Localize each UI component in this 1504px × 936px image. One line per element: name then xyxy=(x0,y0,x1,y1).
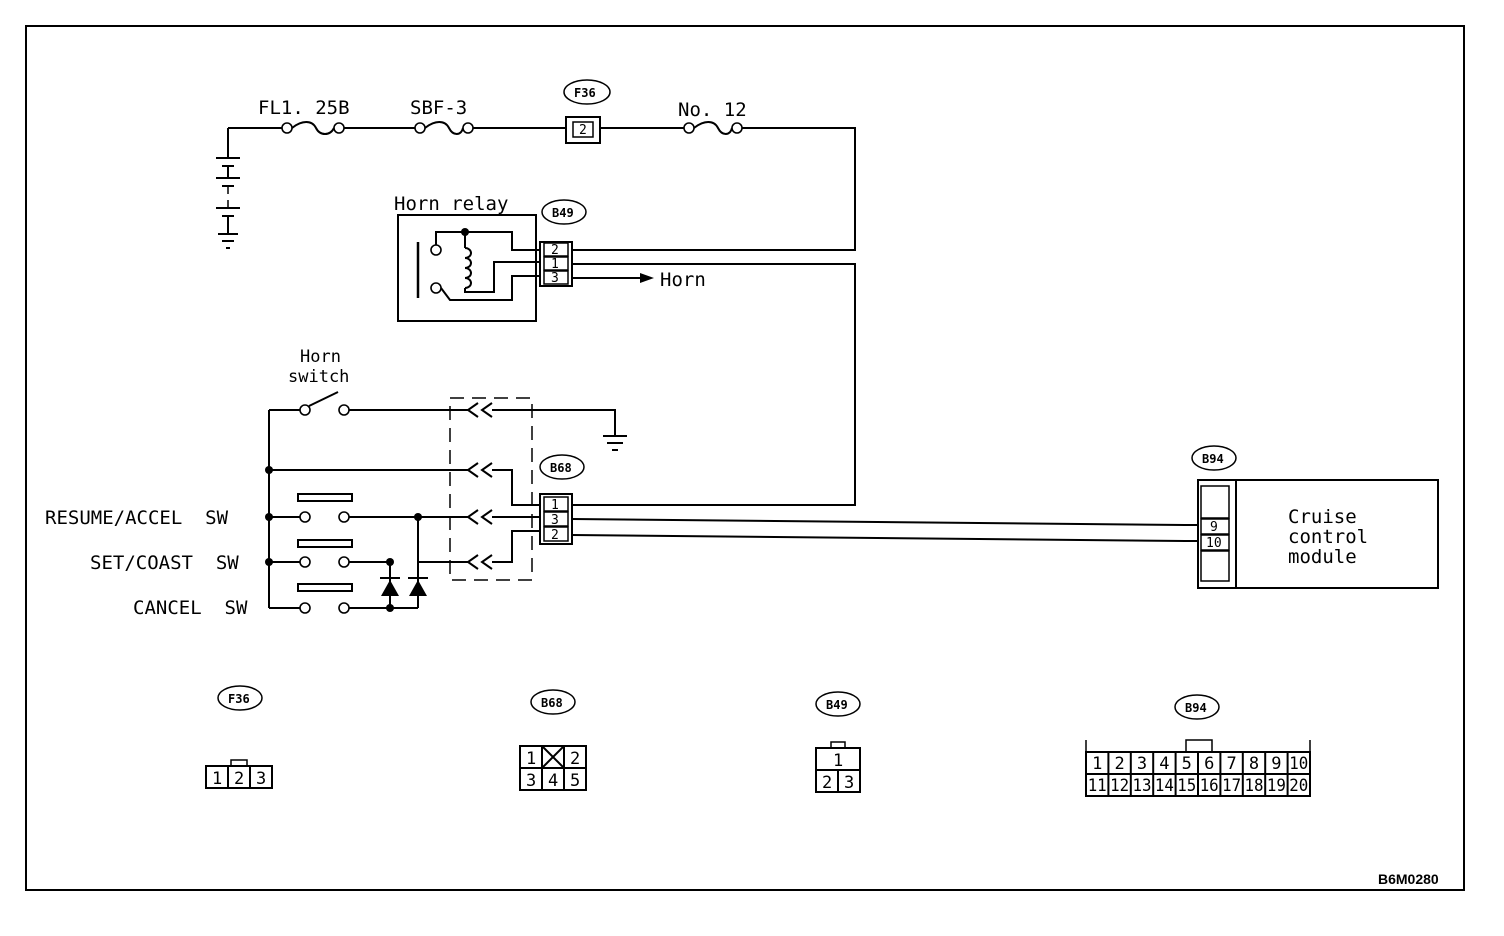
b94-tag-oval xyxy=(1191,445,1237,471)
horn-switch-contact xyxy=(269,391,468,416)
b94-view-pin-9: 9 xyxy=(1271,754,1281,774)
diagram-frame xyxy=(25,25,1465,891)
b94-view-pin-17: 17 xyxy=(1222,776,1241,796)
cancel-switch-contact xyxy=(269,583,418,614)
b49-view-pin-3: 3 xyxy=(844,773,854,793)
fuse-fl125b-symbol xyxy=(281,121,345,135)
module-label-3: module xyxy=(1288,546,1357,568)
set-coast-switch-contact xyxy=(269,539,390,568)
b94-pin-10: 10 xyxy=(1206,536,1222,551)
wire-b68-2-to-b94-10 xyxy=(571,534,1198,542)
b94-view-pin-11: 11 xyxy=(1088,776,1107,796)
horn-switch-label-1: Horn xyxy=(300,347,341,367)
cruise-control-module-box xyxy=(1235,479,1439,589)
b94-view-pin-14: 14 xyxy=(1155,776,1174,796)
b94-view-pin-10: 10 xyxy=(1289,754,1308,774)
horn-relay-label: Horn relay xyxy=(394,193,508,215)
b49-view-pin-1: 1 xyxy=(833,751,843,771)
b68-connector-view xyxy=(519,745,587,791)
b68-view-pin-5: 5 xyxy=(570,771,580,791)
cancel-label: CANCEL SW xyxy=(133,597,248,619)
b94-view-pin-20: 20 xyxy=(1289,776,1308,796)
b94-view-pin-13: 13 xyxy=(1133,776,1152,796)
fuse-no12-symbol xyxy=(683,121,743,135)
b94-view-pin-19: 19 xyxy=(1267,776,1286,796)
b49-tag-oval xyxy=(541,199,587,225)
b68-view-tag: B68 xyxy=(541,696,563,710)
b68-view-pin-3: 3 xyxy=(526,771,536,791)
module-label-2: control xyxy=(1288,526,1368,548)
fuse-no12-label: No. 12 xyxy=(678,99,747,121)
b68-view-pin-4: 4 xyxy=(548,771,558,791)
wire-b68-3-to-b94-9 xyxy=(571,518,1198,526)
b94-view-pin-4: 4 xyxy=(1159,754,1169,774)
combination-switch-housing xyxy=(449,397,533,581)
b94-view-pin-5: 5 xyxy=(1182,754,1192,774)
b49-view-tag-oval xyxy=(815,691,861,717)
f36-view-pin-1: 1 xyxy=(212,769,222,789)
b68-tag-oval xyxy=(539,454,585,480)
horn-relay-pin-2: 2 xyxy=(551,243,559,258)
set-coast-label: SET/COAST SW xyxy=(90,552,239,574)
b68-pin-2: 2 xyxy=(551,528,559,543)
battery-symbol xyxy=(216,128,240,234)
b94-pin-9: 9 xyxy=(1210,520,1218,535)
b94-view-pin-12: 12 xyxy=(1110,776,1129,796)
b68-view-pin-1: 1 xyxy=(526,749,536,769)
resume-accel-label: RESUME/ACCEL SW xyxy=(45,507,229,529)
horn-switch-label-2: switch xyxy=(288,367,349,387)
b94-view-pin-3: 3 xyxy=(1137,754,1147,774)
f36-view-tag-oval xyxy=(217,685,263,711)
horn-relay-box xyxy=(397,214,540,322)
b68-pin-3: 3 xyxy=(551,513,559,528)
f36-view-pin-2: 2 xyxy=(234,769,244,789)
f36-inline-pin: 2 xyxy=(579,123,587,138)
f36-tag: F36 xyxy=(574,86,596,100)
b94-tag: B94 xyxy=(1202,452,1224,466)
b68-view-pin-2: 2 xyxy=(570,749,580,769)
b68-tag: B68 xyxy=(550,461,572,475)
module-label-1: Cruise xyxy=(1288,506,1357,528)
b68-pin-1: 1 xyxy=(551,498,559,513)
b94-view-pin-18: 18 xyxy=(1245,776,1264,796)
ground-symbol-battery xyxy=(218,233,238,249)
horn-relay-pin-1: 1 xyxy=(551,257,559,272)
horn-output-label: Horn xyxy=(660,269,706,291)
b49-connector-view xyxy=(815,741,861,793)
b49-view-tag: B49 xyxy=(826,698,848,712)
horn-arrow xyxy=(640,273,654,283)
fuse-sbf3-label: SBF-3 xyxy=(410,97,467,119)
relay-to-b68-wire xyxy=(572,263,856,506)
b94-view-pin-8: 8 xyxy=(1249,754,1259,774)
b94-view-pin-7: 7 xyxy=(1226,754,1236,774)
f36-view-tag: F36 xyxy=(228,692,250,706)
f36-view-pin-3: 3 xyxy=(256,769,266,789)
fuse-fl125b-label: FL1. 25B xyxy=(258,97,350,119)
b94-view-tag-oval xyxy=(1174,694,1220,720)
b94-view-pin-16: 16 xyxy=(1200,776,1219,796)
b94-view-tag: B94 xyxy=(1185,701,1207,715)
b94-view-pin-6: 6 xyxy=(1204,754,1214,774)
housing-connector-chevrons xyxy=(466,402,493,570)
b49-view-pin-2: 2 xyxy=(822,773,832,793)
figure-reference: B6M0280 xyxy=(1378,871,1439,887)
f36-connector-view xyxy=(205,759,273,789)
b94-view-pin-1: 1 xyxy=(1092,754,1102,774)
b68-view-tag-oval xyxy=(530,689,576,715)
resume-accel-switch-contact xyxy=(269,493,468,523)
f36-inline-connector xyxy=(565,116,601,144)
b94-view-pin-2: 2 xyxy=(1114,754,1124,774)
b49-tag: B49 xyxy=(552,206,574,220)
b94-view-pin-15: 15 xyxy=(1177,776,1196,796)
fuse-sbf3-symbol xyxy=(414,121,474,135)
f36-tag-oval xyxy=(563,79,611,105)
ground-symbol-horn-switch xyxy=(603,435,627,451)
horn-relay-pin-3: 3 xyxy=(551,271,559,286)
